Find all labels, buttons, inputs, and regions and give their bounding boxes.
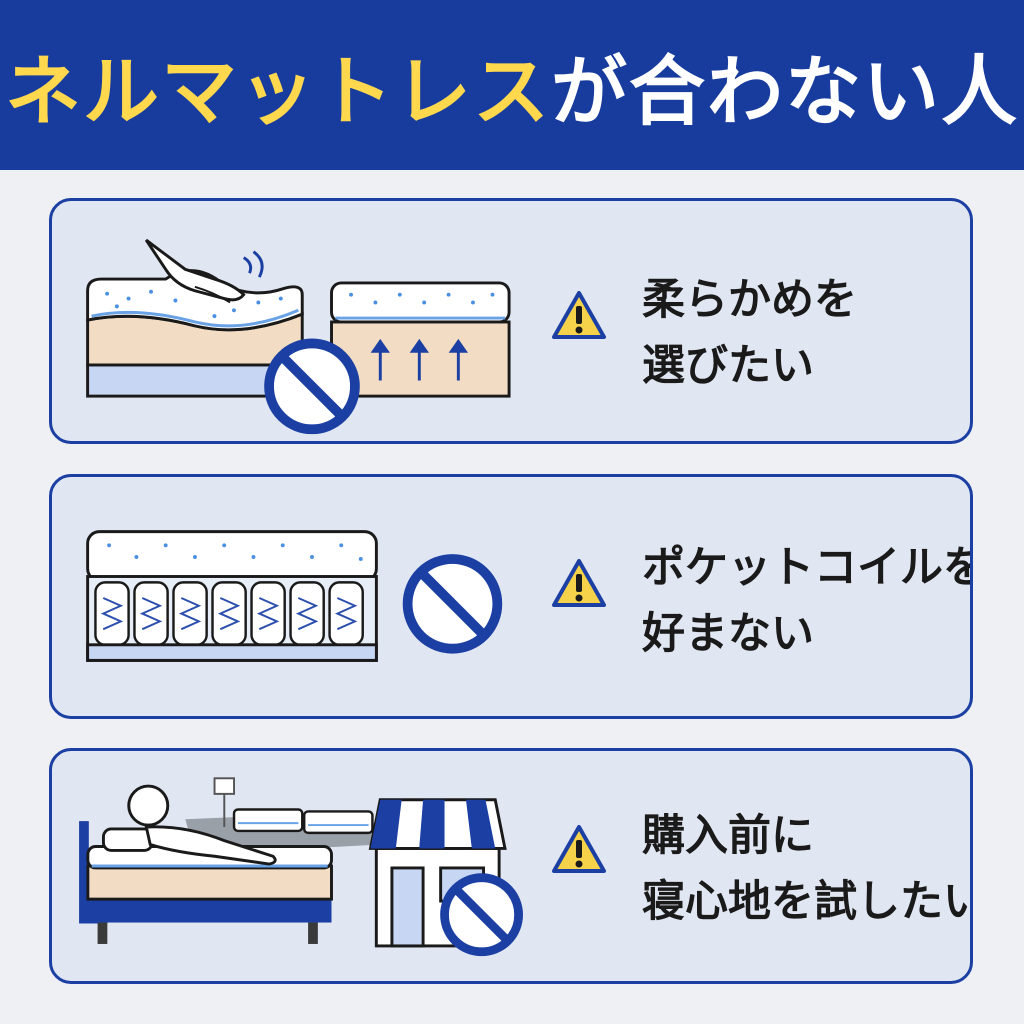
- label-line-1: 購入前に: [642, 811, 814, 861]
- prohibition-icon: [440, 873, 523, 957]
- soft-mattress-illustration: [86, 238, 511, 435]
- prohibition-icon: [264, 338, 360, 435]
- warning-icon: [552, 559, 606, 607]
- firm-mattress: [330, 281, 511, 398]
- card-prefer-soft: 柔らかめを 選びたい: [49, 198, 973, 444]
- page-title: ネルマットレスが合わない人: [5, 30, 1019, 140]
- label-line-2: 寝心地を試したい: [642, 877, 973, 927]
- card-dislike-pocket-coil: ポケットコイルを 好まない: [49, 474, 973, 719]
- title-rest: が合わない人: [551, 47, 1019, 136]
- prohibition-icon: [402, 554, 503, 654]
- card-try-before-buy: 購入前に 寝心地を試したい: [49, 748, 973, 984]
- hand-icon: [144, 238, 264, 304]
- pocket-coil-mattress: [86, 530, 378, 662]
- pocket-coil-illustration: [86, 530, 503, 662]
- warning-icon: [552, 291, 606, 339]
- label-line-1: 柔らかめを: [642, 275, 857, 325]
- label-line-1: ポケットコイルを: [642, 543, 973, 593]
- label-line-2: 好まない: [642, 609, 814, 659]
- label-line-2: 選びたい: [642, 341, 814, 391]
- header-banner: ネルマットレスが合わない人: [0, 0, 1024, 170]
- card-label: 柔らかめを 選びたい: [642, 267, 857, 399]
- card-label: ポケットコイルを 好まない: [642, 535, 973, 667]
- showroom-illustration: [79, 777, 523, 957]
- card-label: 購入前に 寝心地を試したい: [642, 803, 973, 935]
- bed-with-person: [79, 784, 333, 944]
- title-highlight: ネルマットレス: [5, 47, 551, 136]
- warning-icon: [552, 825, 606, 873]
